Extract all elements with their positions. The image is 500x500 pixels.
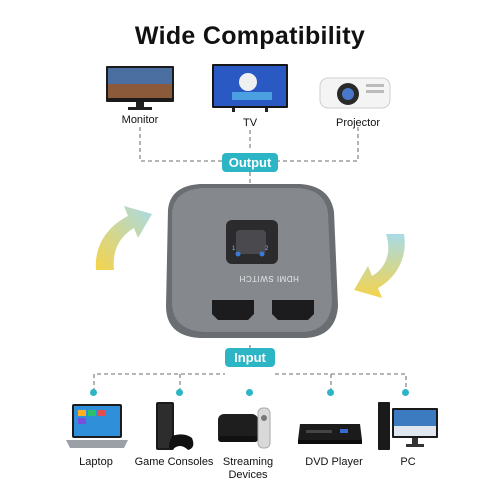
- monitor-icon: [104, 66, 176, 110]
- connector-dot: [402, 389, 409, 396]
- page-title: Wide Compatibility: [134, 22, 366, 50]
- output-device-label-projector: Projector: [335, 117, 381, 129]
- output-device-label-monitor: Monitor: [121, 114, 159, 126]
- dvd-player-icon: [296, 420, 364, 446]
- game-console-icon: [150, 402, 196, 452]
- input-device-label-game-consoles: Game Consoles: [134, 456, 214, 468]
- pc-icon: [378, 402, 438, 452]
- streaming-device-icon: [214, 406, 274, 450]
- input-device-label-streaming-devices: Streaming Devices: [222, 456, 274, 481]
- led-2-label: 2: [265, 246, 269, 252]
- cycle-arrow-left: [95, 206, 152, 270]
- connector-dot: [176, 389, 183, 396]
- input-device-label-dvd-player: DVD Player: [305, 456, 363, 468]
- tv-icon: [212, 64, 288, 112]
- cycle-arrow-right: [354, 234, 405, 298]
- hdmi-switch-text: HDMI SWITCH: [239, 274, 299, 283]
- output-label: Output: [222, 153, 278, 172]
- projector-icon: [318, 72, 392, 112]
- input-device-label-pc: PC: [400, 456, 416, 468]
- connector-dot: [246, 389, 253, 396]
- output-device-label-tv: TV: [242, 117, 258, 129]
- connector-dot: [90, 389, 97, 396]
- led-1-label: 1: [232, 246, 236, 252]
- hdmi-switch: [166, 184, 338, 338]
- input-label: Input: [225, 348, 275, 367]
- connector-dot: [327, 389, 334, 396]
- laptop-icon: [64, 404, 130, 450]
- input-device-label-laptop: Laptop: [79, 456, 113, 468]
